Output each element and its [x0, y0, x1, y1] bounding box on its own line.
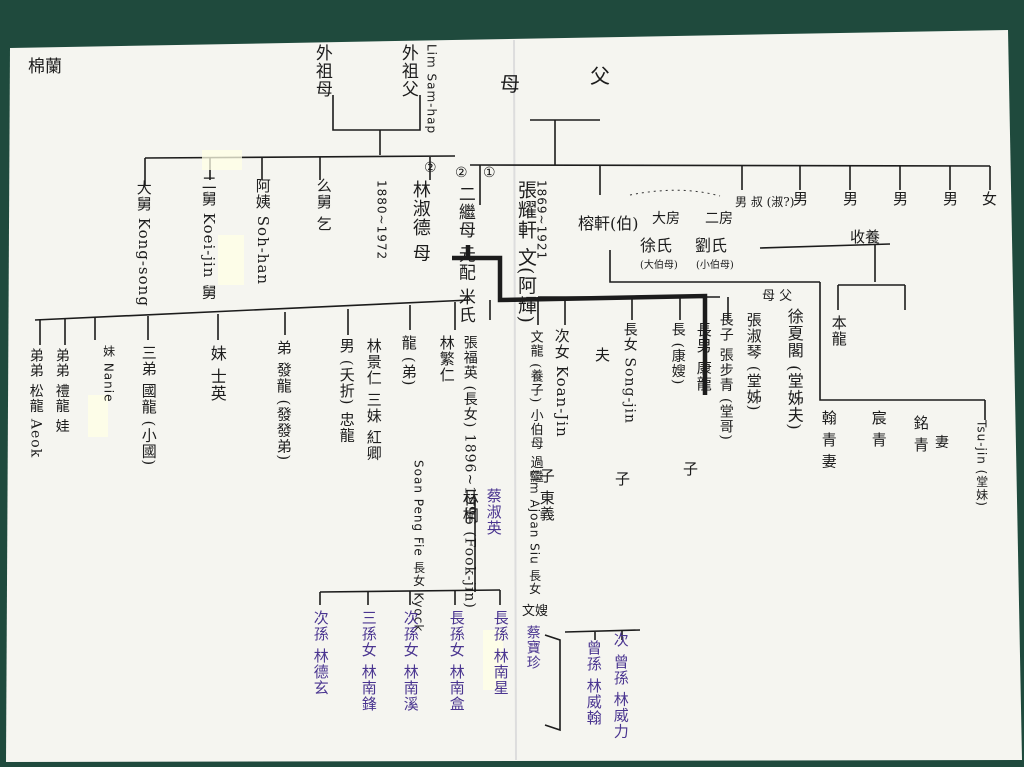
lin-mother-mark: ② — [424, 160, 437, 176]
maternal-grandmother: 外祖母 — [311, 44, 332, 98]
soan-peng-fie: Soan Peng Fie 長女 Kyock — [411, 460, 426, 633]
lin-mother: 林淑德 母 — [409, 180, 431, 263]
son-zhonglong: 男 (夭折) 忠龍 — [337, 338, 356, 444]
grandson-lin-dexuan: 次孫 林德玄 — [311, 610, 330, 696]
benlong: 本龍 — [829, 315, 848, 347]
second-daughter: 次女 Koan-Jin — [552, 328, 571, 438]
corner-label: 棉蘭 — [28, 57, 62, 77]
zhang-year: 1869~1921 — [534, 180, 549, 261]
husband: 夫 — [595, 346, 611, 364]
wenlong-adopted: 文龍 (養子) 小伯母 過繼 — [527, 330, 543, 484]
zhang-shuqin: 張淑琴 (堂姊) — [744, 312, 763, 412]
sister-nanie: 妹 Nanie — [101, 345, 116, 403]
grandson-lin-nanxing: 長孫 林南星 — [491, 610, 510, 696]
younger-brother-lilong: 弟弟 禮龍 娃 — [53, 348, 70, 434]
great-grandson-lin-weili: 次 曾孫 林威力 — [611, 632, 630, 740]
son-dongyi: 子 東義 — [537, 468, 556, 522]
son-4: 男 — [943, 190, 959, 208]
sister-shiying: 妹 士英 — [207, 345, 227, 403]
hanqing: 翰 青 妻 — [819, 410, 838, 470]
granddaughter-lin-nanfeng: 三孫女 林南鋒 — [359, 610, 378, 712]
younger-brother-songlong: 弟弟 松龍 Aeok — [27, 348, 44, 459]
chenqing: 宸 青 — [869, 410, 888, 448]
elder-uncle: 榕軒(伯) — [578, 214, 639, 233]
eldest-son-kanglong: 長男 康龍 — [694, 322, 713, 392]
great-grandson-lin-weihan: 曾孫 林威翰 — [584, 640, 603, 726]
child-1: 子 — [615, 470, 631, 488]
kang-sister-in-law: 長 (康嫂) — [669, 322, 686, 386]
second-stepmother: 二繼母 元配 米氏 — [454, 185, 475, 324]
zhang-fuying: 張福英 (長女) 1896~1996 (Fook-jin) — [461, 335, 478, 609]
lin-jingren: 林景仁 三妹 紅卿 — [364, 338, 383, 462]
aunt: 阿姨 Soh-han — [253, 178, 272, 286]
mingqing: 銘 青 — [911, 415, 930, 453]
son-2: 男 — [843, 190, 859, 208]
adopted-label: 收養 — [850, 228, 881, 246]
maternal-grandfather: 外祖父 — [397, 44, 418, 98]
wife2-mark: ② — [455, 165, 468, 181]
second-uncle: 二舅 Koei-jin 舅 — [199, 175, 218, 301]
child-2: 子 — [683, 460, 699, 478]
zhang-buqing: 長子 張步青 (堂哥) — [717, 312, 734, 441]
great-uncle: 大舅 Kong-song — [134, 180, 153, 307]
son-1: 男 — [793, 190, 809, 208]
grandfather-romanized: Lim Sam-hap — [424, 44, 439, 135]
son-3: 男 — [893, 190, 909, 208]
lin-mother-years: 1880~1972 — [374, 180, 389, 261]
brother-falong: 弟 發龍 (發發弟) — [274, 340, 293, 462]
liu-note: (小伯母) — [696, 260, 734, 271]
father-label: 父 — [590, 64, 610, 88]
uncle-kid: 男 叔 (淑?) — [735, 195, 795, 209]
third-brother-guolong: 三弟 國龍 (小國) — [139, 345, 158, 467]
cai-baozhen: 蔡寶珍 — [524, 625, 541, 670]
granddaughter-lin-nanxi: 次孫女 林南溪 — [401, 610, 420, 712]
wen-sister-in-law: 文嫂 — [522, 604, 549, 619]
xu-shi: 徐氏 — [640, 236, 673, 255]
xu-note: (大伯母) — [640, 260, 678, 271]
fourth-uncle: 么舅 乞 — [314, 178, 333, 232]
wife1-mark: ① — [483, 165, 496, 181]
wife-label: 妻 — [935, 435, 949, 451]
zhang-yaoxuan: 張耀軒 文(阿輝) — [514, 180, 537, 324]
tsu-jin: Tsu-jin (堂妹) — [974, 420, 989, 507]
mother-label: 母 — [500, 72, 520, 96]
mother-father-small: 母 父 — [762, 289, 793, 304]
first-wife: 大房 — [652, 211, 680, 227]
brother-long: 龍 (弟) — [399, 335, 418, 387]
granddaughter-lin-nanhe: 長孫女 林南盒 — [447, 610, 466, 712]
lim-ajoan: Lim Ajoan Siu 長女 — [527, 470, 542, 596]
cai-shuying: 蔡淑英 — [484, 488, 503, 536]
daughter: 女 — [982, 190, 998, 208]
second-wife: 二房 — [705, 211, 733, 227]
liu-shi: 劉氏 — [695, 236, 728, 255]
eldest-daughter-song: 長女 Song-jin — [621, 322, 638, 425]
lin-fanren: 林繁仁 — [437, 335, 456, 383]
xu-xiage: 徐夏閣 (堂姊夫) — [784, 308, 804, 431]
lin-tong: 林桐 — [459, 490, 479, 524]
